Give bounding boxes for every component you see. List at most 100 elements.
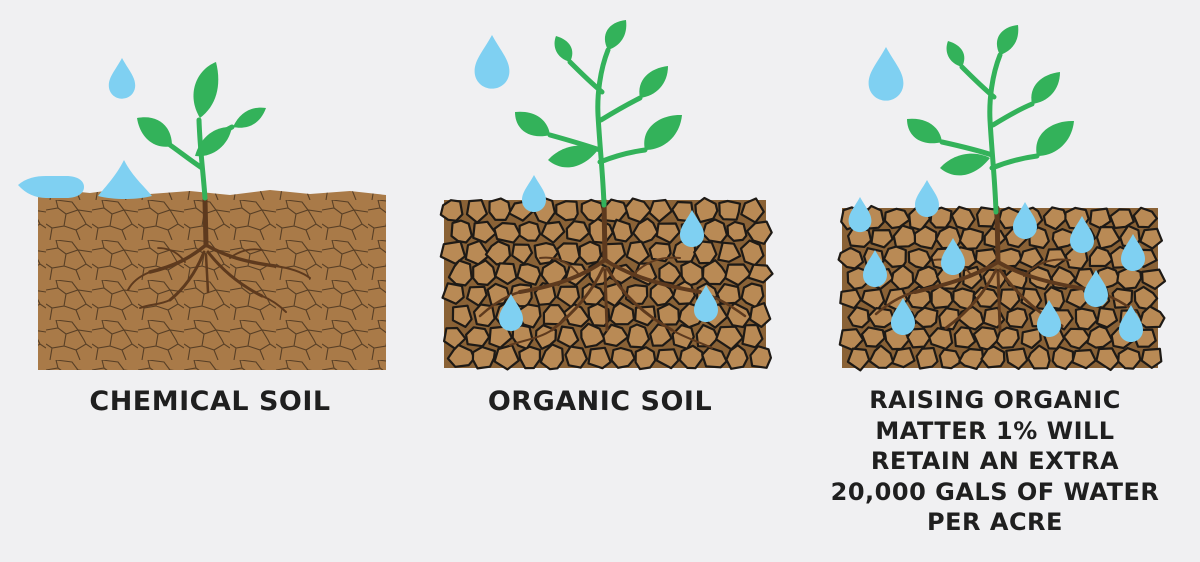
panel-organic-soil [439,20,774,371]
soil-clod [883,207,911,230]
caption-organic-soil: ORGANIC SOIL [430,387,770,417]
soil-clod [1139,227,1163,250]
soil-clod [565,220,591,242]
soil-clod [953,326,977,349]
soil-clod [624,284,649,305]
soil-clod [1111,287,1134,309]
soil-clod [958,347,985,370]
leaf [946,41,965,67]
leaf [137,117,172,147]
leaf [907,118,942,144]
roots-chemical [127,197,311,313]
caption-line: RETAIN AN EXTRA [870,447,1120,475]
soil-clod [1005,347,1029,370]
soil-clod [450,219,473,244]
leaf [639,66,668,98]
plant-icon-raising [907,25,1074,215]
soil-clod [439,199,464,222]
soil-clod [472,259,497,286]
leaf [233,107,266,128]
panel-raising-organic [837,25,1167,372]
soil-clod [958,227,984,250]
soil-clod [1116,266,1143,290]
soil-clod [837,246,865,270]
soil-clod [1043,248,1068,269]
caption-chemical-soil: CHEMICAL SOIL [40,387,380,417]
soil-clod [494,262,518,285]
soil-clod [580,322,606,349]
leaf [193,62,219,118]
plant-icon-chemical [137,62,266,201]
leaf [554,36,573,62]
soil-clod [488,197,512,221]
soil-clod [1005,307,1029,329]
soil-clod [1027,344,1051,370]
soil-clod [701,346,728,369]
soil-clod [995,326,1020,349]
soil-clod [1062,327,1091,350]
leaf [644,114,682,150]
soil-clod [609,301,635,326]
soil-clod [938,348,963,370]
soil-clod [726,220,748,242]
soil-clod [740,197,765,224]
soil-clod [913,265,940,290]
soil-clod [749,302,772,328]
soil-clod [1140,347,1163,369]
soil-clod [472,220,497,244]
soil-clod [839,288,862,310]
soil-clod [701,218,728,244]
soil-clod [913,225,938,250]
soil-clod [746,220,773,245]
soil-clod [493,221,522,244]
soil-clod [1074,307,1099,331]
soil-clods-organic [439,196,774,371]
soil-clod [465,199,488,224]
soil-clod [656,302,680,326]
soil-clod [890,264,915,291]
soil-clod [563,303,591,328]
soil-clod [847,225,873,248]
caption-line: 20,000 GALS OF WATER [830,477,1160,506]
soil-clod [891,347,916,369]
soil-clod [680,260,704,287]
soil-clod [907,247,932,270]
soil-clod [892,224,918,248]
soil-clod [980,345,1006,369]
soil-clod [1086,325,1114,349]
leaf [996,25,1019,55]
panel-chemical-soil [18,58,386,370]
soil-clod [1071,348,1097,370]
water-splash-icon [98,160,152,199]
soil-clod [724,263,752,287]
soil-clod [741,323,764,349]
soil-cracks-chemical [38,189,386,370]
leaf [604,20,627,50]
soil-clod [975,206,997,228]
soil-clod [1051,228,1075,250]
soil-clod [726,302,752,329]
soil-clod [609,263,637,285]
soil-clod [1141,268,1167,290]
soil-clod [446,343,476,368]
soil-clod [516,263,542,286]
soil-clod [972,286,1000,309]
soil-clod [493,344,520,371]
caption-line: MATTER 1% WILL [875,416,1115,445]
soil-clod [701,259,729,286]
soil-clod [511,243,534,265]
soil-clod [655,348,680,370]
caption-line: ORGANIC SOIL [487,386,713,417]
soil-clod [1051,345,1075,371]
water-runoff-icon [18,176,84,198]
soil-clod [451,304,473,328]
soil-clod [867,307,896,329]
soil-clod [938,307,961,331]
soil-clod [1132,206,1158,229]
soil-clod [655,222,681,244]
soil-clod [915,346,939,370]
soil-clod [847,306,870,329]
leaf [1031,72,1060,104]
soil-clod [539,343,565,371]
